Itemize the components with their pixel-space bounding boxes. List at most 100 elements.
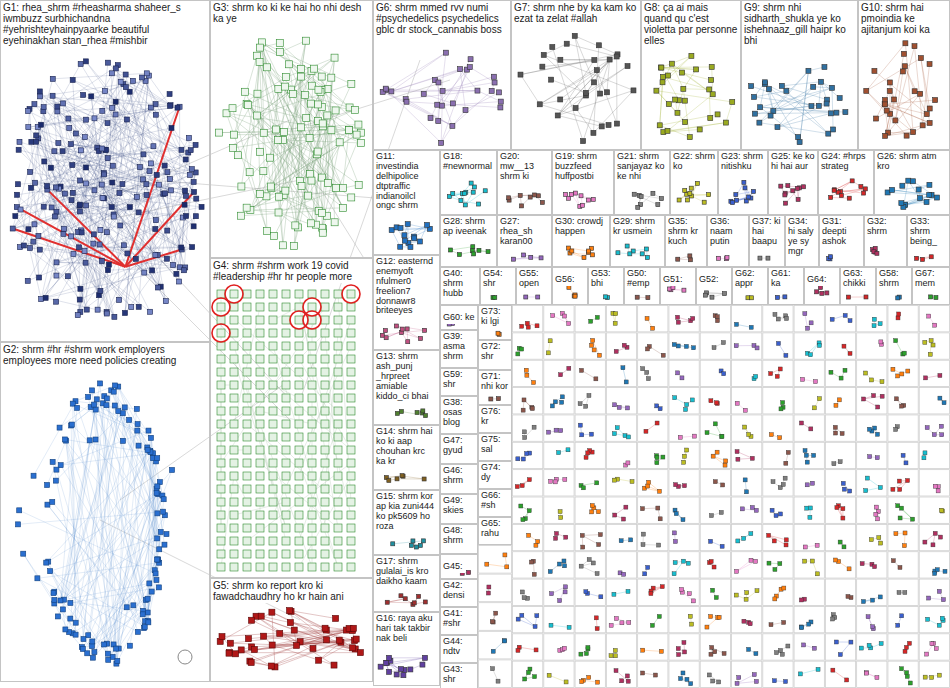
vertex-icon	[84, 165, 89, 170]
vertex-icon	[137, 165, 142, 170]
vertex-link	[597, 70, 617, 123]
vertex-icon	[25, 278, 30, 283]
vertex-link	[558, 115, 602, 126]
vertex-icon	[109, 71, 114, 76]
vertex-icon	[153, 226, 158, 231]
vertex-icon	[149, 589, 154, 594]
vertex-icon	[174, 271, 179, 276]
vertex-link	[634, 194, 658, 204]
vertex-icon	[69, 234, 74, 239]
vertex-link	[112, 73, 171, 105]
vertex-icon	[134, 406, 139, 411]
vertex-link	[81, 104, 156, 150]
vertex-link	[291, 90, 361, 133]
vertex-icon	[105, 60, 110, 65]
vertex-icon	[167, 92, 172, 97]
vertex-icon	[38, 94, 43, 99]
vertex-link	[234, 56, 257, 135]
vertex-link	[443, 77, 494, 91]
vertex-link	[863, 597, 880, 602]
vertex-link	[65, 450, 147, 629]
vertex-icon	[117, 191, 122, 196]
vertex-icon	[101, 642, 106, 647]
vertex-icon	[29, 185, 34, 190]
vertex-icon	[165, 228, 170, 233]
vertex-link	[98, 102, 116, 310]
vertex-link	[140, 167, 173, 265]
vertex-icon	[62, 226, 67, 231]
vertex-icon	[164, 532, 169, 537]
vertex-icon	[169, 188, 174, 193]
vertex-icon	[183, 193, 188, 198]
vertex-link	[260, 463, 338, 528]
vertex-icon	[147, 581, 152, 586]
vertex-link	[72, 200, 99, 295]
vertex-link	[271, 110, 336, 186]
vertex-icon	[99, 182, 104, 187]
vertex-icon	[32, 102, 37, 107]
vertex-icon	[15, 182, 20, 187]
vertex-link	[551, 625, 569, 627]
vertex-icon	[51, 591, 56, 596]
vertex-link	[391, 53, 446, 92]
vertex-link	[263, 115, 327, 171]
vertex-icon	[53, 478, 58, 483]
vertex-icon	[113, 112, 118, 117]
vertex-icon	[175, 105, 180, 110]
vertex-icon	[163, 191, 168, 196]
vertex-link	[487, 564, 507, 567]
vertex-icon	[48, 569, 53, 574]
vertex-link	[272, 645, 334, 665]
vertex-link	[155, 229, 181, 248]
vertex-icon	[34, 139, 39, 144]
vertex-link	[57, 65, 118, 106]
vertex-link	[247, 463, 351, 541]
vertex-link	[85, 247, 182, 251]
vertex-link	[733, 182, 744, 202]
vertex-link	[102, 75, 125, 111]
vertex-link	[442, 102, 501, 106]
vertex-link	[769, 535, 787, 539]
vertex-icon	[133, 256, 138, 261]
vertex-icon	[55, 614, 60, 619]
vertex-link	[874, 71, 926, 114]
vertex-link	[382, 333, 401, 336]
vertex-link	[687, 183, 697, 200]
vertex-link	[299, 359, 351, 450]
vertex-link	[30, 109, 80, 205]
vertex-icon	[120, 438, 125, 443]
vertex-icon	[194, 196, 199, 201]
vertex-icon	[52, 214, 57, 219]
vertex-link	[73, 80, 156, 115]
vertex-icon	[91, 232, 96, 237]
vertex-icon	[191, 189, 196, 194]
vertex-link	[386, 476, 402, 478]
vertex-icon	[62, 437, 67, 442]
vertex-link	[310, 58, 335, 138]
vertex-link	[125, 76, 149, 313]
vertex-link	[387, 599, 405, 603]
vertex-icon	[157, 547, 162, 552]
vertex-link	[73, 450, 148, 633]
vertex-link	[54, 603, 69, 632]
vertex-icon	[81, 92, 86, 97]
vertex-icon	[179, 245, 184, 250]
vertex-link	[387, 599, 405, 603]
vertex-icon	[135, 629, 140, 634]
vertex-link	[272, 612, 275, 667]
vertex-link	[685, 101, 690, 138]
vertex-link	[252, 620, 280, 633]
vertex-icon	[100, 195, 105, 200]
vertex-icon	[61, 231, 66, 236]
vertex-icon	[146, 428, 151, 433]
vertex-icon	[140, 75, 145, 80]
vertex-link	[449, 192, 465, 196]
vertex-icon	[69, 142, 74, 147]
vertex-link	[125, 216, 196, 313]
vertex-link	[148, 451, 151, 599]
vertex-icon	[151, 144, 156, 149]
vertex-link	[661, 67, 711, 80]
vertex-icon	[84, 203, 89, 208]
vertex-icon	[66, 116, 71, 121]
vertex-link	[250, 210, 278, 213]
